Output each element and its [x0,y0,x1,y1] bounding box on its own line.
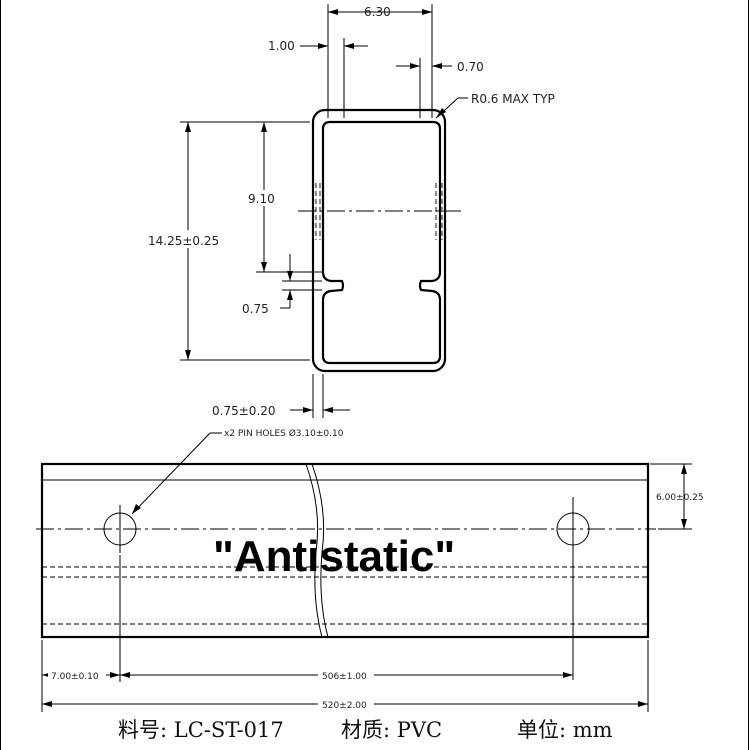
profile-outer [311,108,447,373]
arrow-length-right [638,701,648,707]
top-view: x2 PIN HOLES Ø3.10±0.10 "Antistatic" 6.0… [36,428,704,712]
material-label: 材质: PVC [341,718,442,742]
dim-total-length-bg [318,697,374,710]
arrow-thk-left [303,407,313,413]
dim-notch-label: 0.75 [242,302,269,316]
dim-inner-height-label: 9.10 [248,192,275,206]
dim-inner-height-bg [244,190,284,206]
arrow-slot-left [410,63,420,69]
arrow-slot-right [432,63,442,69]
break-line-1 [305,463,323,638]
arrow-width-left [328,9,338,15]
arrow-wall-left [318,43,328,49]
part-number-label: 料号: LC-ST-017 [118,718,284,742]
break-line-2 [311,463,329,638]
dim-slot-label: 0.70 [457,60,484,74]
arrow-notch-bottom [287,290,293,300]
arrow-width-right [422,9,432,15]
arrow-pin-hole [132,504,141,514]
arrow-thk-right [323,407,333,413]
arrow-radius [436,108,446,118]
dim-hole-spacing-bg [318,668,374,681]
arrow-spacing-right [563,672,573,678]
dim-tube-height-label: 6.00±0.25 [656,493,704,503]
dim-width-label: 6.30 [364,5,391,19]
arrow-inner-bottom [261,262,267,272]
arrow-inner-top [261,122,267,132]
dim-hole-offset-bg [48,668,106,681]
profile-inner [321,120,442,365]
dim-total-length-label: 520±2.00 [322,701,367,711]
arrow-total-bottom [185,350,191,360]
arrow-notch-top [287,271,293,281]
leader-pin-hole-2 [131,432,211,515]
pin-holes-note: x2 PIN HOLES Ø3.10±0.10 [224,428,344,439]
footer: 料号: LC-ST-017 材质: PVC 单位: mm [118,718,613,742]
dim-hole-spacing-label: 506±1.00 [322,672,367,682]
dim-total-height-bg [145,230,235,248]
arrow-spacing-left [120,672,130,678]
dim-total-height-label: 14.25±0.25 [148,234,219,248]
dim-radius-label: R0.6 MAX TYP [471,92,555,106]
arrow-tube-bottom [681,519,687,529]
unit-label: 单位: mm [517,718,613,742]
dim-hole-offset-label: 7.00±0.10 [51,672,99,682]
dim-wall-label: 1.00 [268,39,295,53]
arrow-offset-right [110,672,120,678]
tube-body [40,462,650,639]
dim-thickness-label: 0.75±0.20 [212,404,276,418]
arrow-tube-top [681,464,687,474]
antistatic-banner: "Antistatic" [213,532,455,581]
arrow-length-left [42,701,52,707]
arrow-total-top [185,122,191,132]
section-view: 6.30 1.00 0.70 R0.6 MAX TYP 14.25±0.25 [145,4,555,418]
arrow-wall-right [344,43,354,49]
